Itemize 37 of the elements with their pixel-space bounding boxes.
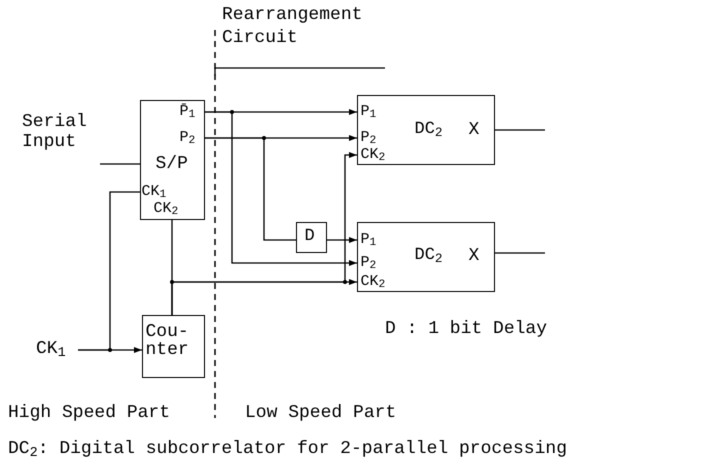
block-label: S/P bbox=[156, 154, 188, 172]
port-label: CK$_{1}$ bbox=[142, 184, 166, 198]
converter-box bbox=[140, 100, 205, 220]
port-label: P$_{2}$ bbox=[360, 130, 376, 144]
port-label: CK$_{2}$ bbox=[360, 274, 386, 288]
subcorrelator-box bbox=[357, 222, 495, 292]
port-label: P$_{2}$ bbox=[360, 254, 376, 270]
block-label: Cou- nter bbox=[146, 322, 190, 358]
block-label: D bbox=[304, 228, 315, 244]
port-label: P$_{2}$ bbox=[180, 130, 196, 144]
port-label: CK$_{2}$ bbox=[154, 200, 178, 216]
signal-label: Serial Input bbox=[22, 113, 102, 153]
signal-line bbox=[78, 191, 140, 351]
clock-label: CK$_{1}$ bbox=[36, 340, 78, 360]
signal-line bbox=[495, 252, 545, 254]
signal-line bbox=[171, 279, 357, 315]
signal-line bbox=[495, 129, 545, 131]
signal-line bbox=[100, 163, 140, 165]
delay-box bbox=[296, 222, 327, 253]
port-label: X bbox=[468, 246, 480, 264]
subcorrelator-box bbox=[357, 95, 495, 165]
block-label: DC$_{2}$ bbox=[414, 246, 443, 264]
signal-line bbox=[205, 137, 296, 241]
signal-line bbox=[327, 237, 357, 243]
counter-box bbox=[142, 315, 205, 378]
region-title: Rearrangement Circuit bbox=[222, 4, 364, 49]
port-label: P$_{1}$ bbox=[360, 232, 376, 246]
port-label: X bbox=[468, 120, 480, 138]
caption: DC$_{2}$: Digital subcorrelator for 2-parallel processing bbox=[8, 438, 568, 463]
legend-note: D : 1 bit Delay bbox=[385, 318, 548, 340]
port-label: P̄$_{1}$ bbox=[180, 104, 196, 118]
signal-line bbox=[205, 111, 357, 266]
region-label: Low Speed Part bbox=[245, 402, 398, 424]
region-label: High Speed Part bbox=[8, 402, 172, 424]
port-label: CK$_{2}$ bbox=[360, 146, 386, 162]
port-label: P$_{1}$ bbox=[360, 104, 376, 118]
block-label: DC$_{2}$ bbox=[414, 120, 443, 138]
